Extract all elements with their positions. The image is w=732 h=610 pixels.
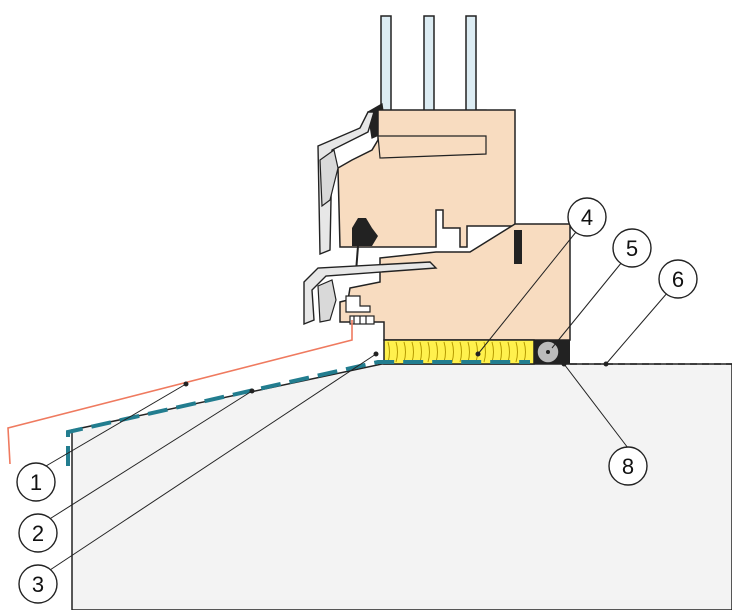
svg-text:4: 4 xyxy=(581,205,593,230)
frame-screw xyxy=(349,315,375,325)
frame-cladding-drip xyxy=(317,279,337,323)
leader-6 xyxy=(605,291,669,365)
callout-8: 8 xyxy=(608,446,648,486)
sash-seal xyxy=(352,218,378,246)
frame-aluminium-cladding xyxy=(303,261,438,326)
leader-3 xyxy=(49,353,377,571)
glass-pane-3 xyxy=(465,15,477,117)
glass-pane-2 xyxy=(423,15,435,117)
svg-text:8: 8 xyxy=(622,454,634,479)
sash-glazing-rebate xyxy=(377,135,487,159)
callout-1: 1 xyxy=(16,462,56,502)
callout-2: 2 xyxy=(18,513,58,553)
leader-5 xyxy=(551,261,623,349)
sill-flashing xyxy=(7,320,353,465)
wall-body xyxy=(71,363,732,610)
leader-8 xyxy=(563,363,629,449)
callout-6: 6 xyxy=(658,259,698,299)
svg-text:1: 1 xyxy=(30,470,42,495)
callout-4: 4 xyxy=(567,197,607,237)
callout-3: 3 xyxy=(18,564,58,604)
glass-pane-1 xyxy=(380,15,392,117)
svg-text:6: 6 xyxy=(672,267,684,292)
sash-aluminium-cladding xyxy=(317,111,375,256)
callout-leaders xyxy=(45,231,669,571)
frame-rebate-detail xyxy=(345,295,371,313)
svg-text:3: 3 xyxy=(32,572,44,597)
insulation-texture xyxy=(387,341,526,363)
callout-5: 5 xyxy=(612,228,652,268)
glazing-panes xyxy=(380,15,477,117)
sash-cladding-clip xyxy=(319,148,339,208)
svg-text:2: 2 xyxy=(32,521,44,546)
waterproof-membrane xyxy=(66,360,530,466)
frame-seal xyxy=(514,230,522,264)
leader-4 xyxy=(477,231,577,355)
leader-2 xyxy=(47,390,253,521)
backer-rod-core xyxy=(546,350,550,354)
svg-text:5: 5 xyxy=(626,236,638,261)
leader-1 xyxy=(45,383,187,467)
